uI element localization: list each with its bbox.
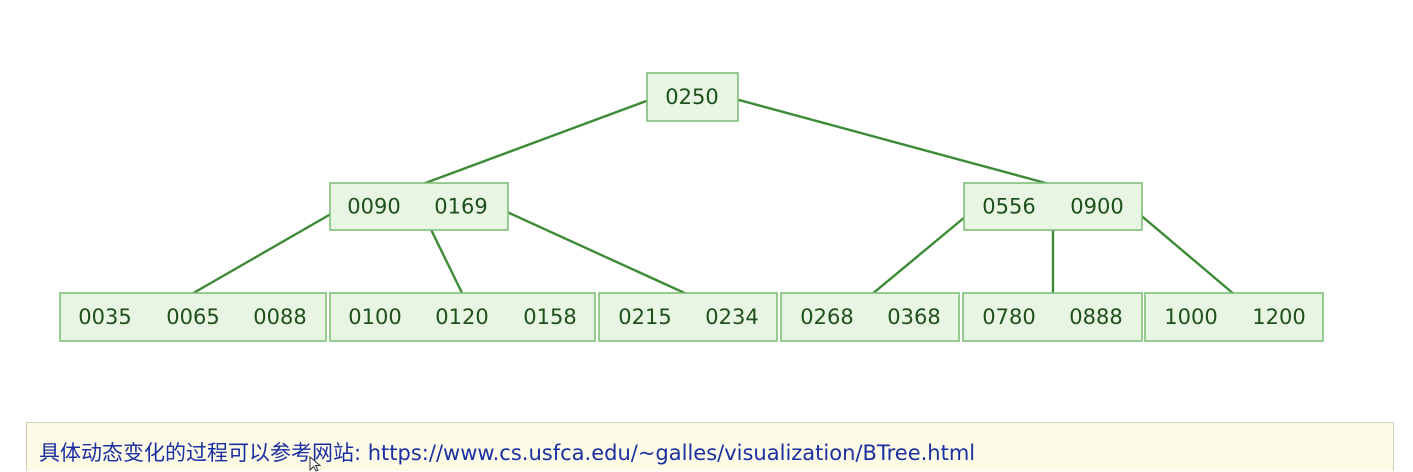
node-key: 0268 — [800, 305, 853, 329]
node-key: 1200 — [1252, 305, 1305, 329]
tree-nodes: 0250 0090 0169 0556 0900 0035 0065 0088 0100 0120… — [59, 72, 1324, 342]
node-key: 0780 — [982, 305, 1035, 329]
tree-edge-5 — [494, 205, 691, 297]
node-key: 0100 — [348, 305, 401, 329]
mouse-cursor-icon — [309, 456, 322, 472]
node-key: 0234 — [705, 305, 758, 329]
tree-edge-1 — [418, 95, 659, 187]
node-box — [329, 292, 596, 342]
tree-edge-2 — [726, 95, 1055, 187]
node-box — [598, 292, 778, 342]
node-box — [646, 72, 739, 122]
node-key: 0250 — [665, 85, 718, 109]
tree-edge-8 — [1129, 205, 1237, 297]
tree-edges — [188, 95, 1237, 297]
node-key: 0120 — [435, 305, 488, 329]
btree-node-leaf-1: 0035 0065 0088 — [59, 292, 327, 342]
btree-node-leaf-6: 1000 1200 — [1144, 292, 1324, 342]
btree-node-leaf-2: 0100 0120 0158 — [329, 292, 596, 342]
node-key: 0368 — [887, 305, 940, 329]
node-key: 0088 — [253, 305, 306, 329]
reference-note: 具体动态变化的过程可以参考网站: https://www.cs.usfca.ed… — [26, 422, 1394, 471]
tree-edge-3 — [188, 205, 345, 297]
reference-note-text: 具体动态变化的过程可以参考网站: https://www.cs.usfca.ed… — [39, 441, 976, 465]
tree-edge-6 — [869, 205, 979, 297]
node-box — [1144, 292, 1324, 342]
node-key: 0215 — [618, 305, 671, 329]
b-tree-diagram: 0250 0090 0169 0556 0900 0035 0065 0088 0100 0120… — [59, 72, 1324, 342]
node-box — [963, 182, 1143, 231]
node-key: 0556 — [982, 195, 1035, 219]
btree-node-leaf-3: 0215 0234 — [598, 292, 778, 342]
btree-node-n-left: 0090 0169 — [329, 182, 509, 231]
node-key: 0158 — [523, 305, 576, 329]
node-key: 0888 — [1069, 305, 1122, 329]
btree-node-leaf-5: 0780 0888 — [962, 292, 1143, 342]
node-box — [780, 292, 960, 342]
node-key: 0090 — [347, 195, 400, 219]
node-key: 1000 — [1164, 305, 1217, 329]
btree-node-n-right: 0556 0900 — [963, 182, 1143, 231]
node-box — [962, 292, 1143, 342]
node-key: 0035 — [78, 305, 131, 329]
node-key: 0169 — [434, 195, 487, 219]
node-key: 0900 — [1070, 195, 1123, 219]
node-box — [329, 182, 509, 231]
node-box — [59, 292, 327, 342]
btree-node-n-root: 0250 — [646, 72, 739, 122]
node-key: 0065 — [166, 305, 219, 329]
btree-node-leaf-4: 0268 0368 — [780, 292, 960, 342]
